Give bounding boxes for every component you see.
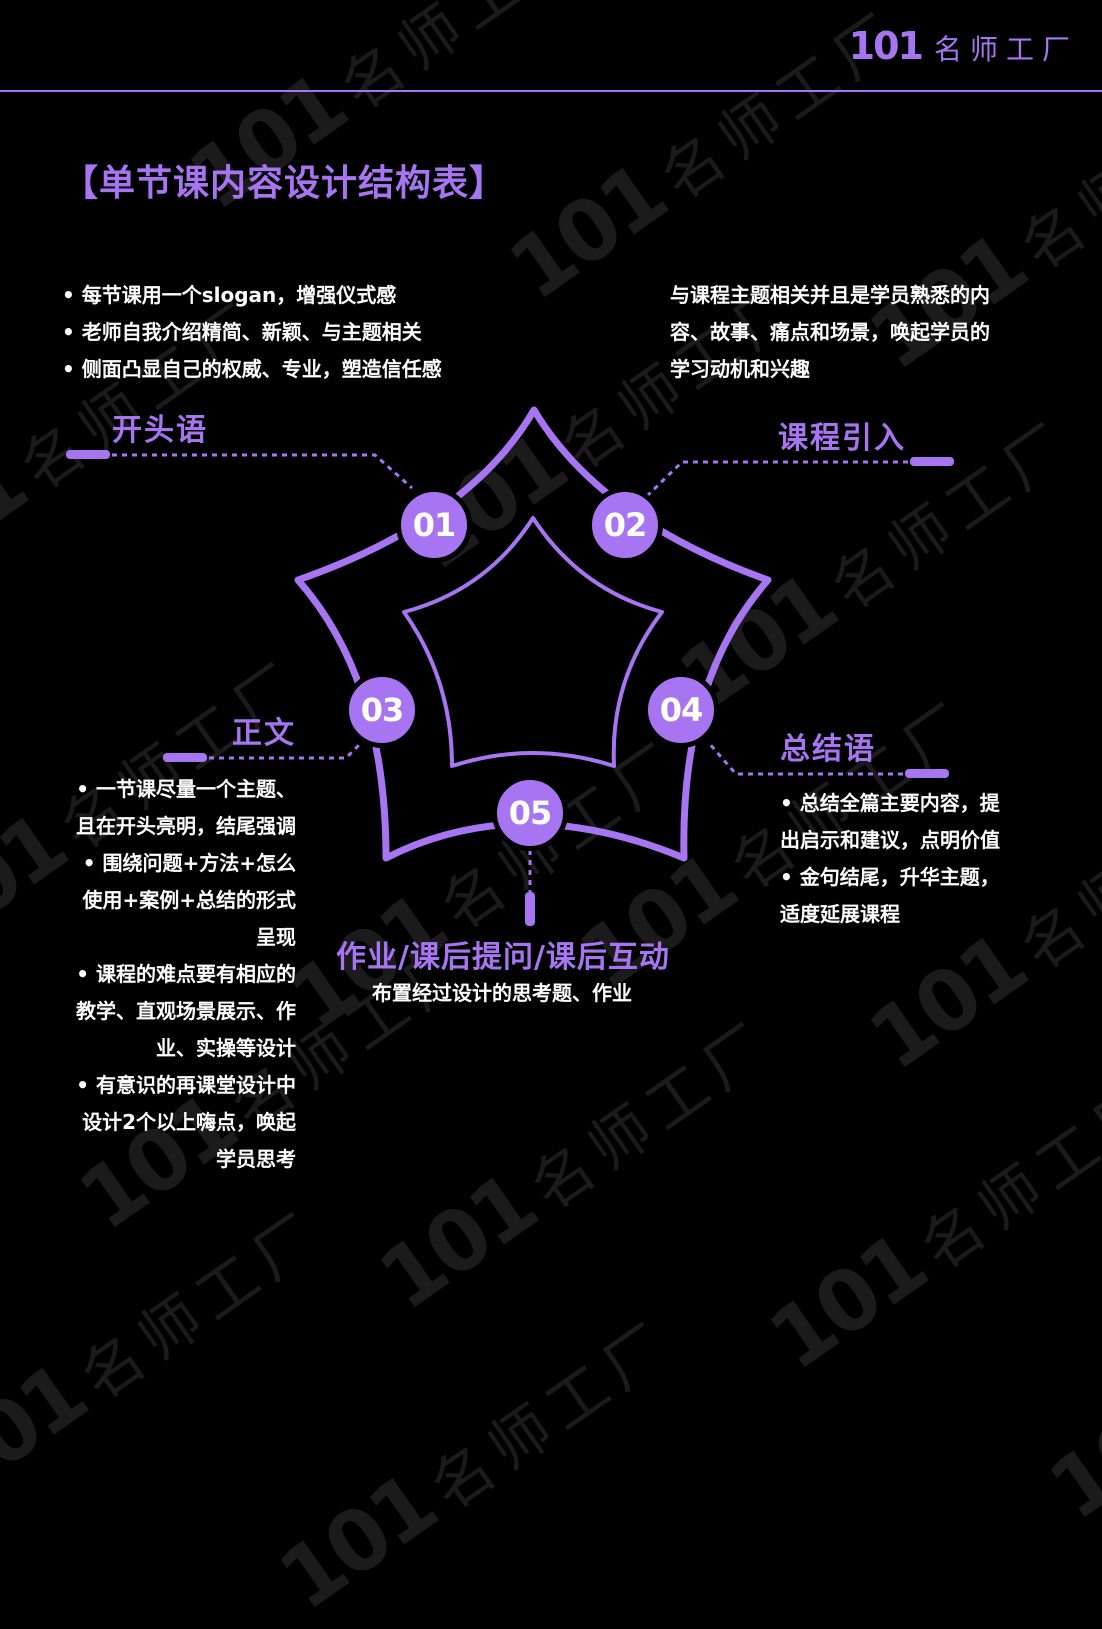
label-bar-04 — [905, 769, 949, 778]
step-05-label: 作业/课后提问/课后互动 — [336, 940, 670, 975]
step-node-02: 02 — [587, 487, 663, 563]
step-05-description: 布置经过设计的思考题、作业 — [372, 975, 632, 1012]
label-bar-05 — [525, 892, 535, 926]
brand-logo: 101 名师工厂 — [849, 24, 1078, 68]
text-line: • 围绕问题+方法+怎么 — [82, 851, 296, 875]
connector-01 — [112, 453, 413, 490]
text-line: 与课程主题相关并且是学员熟悉的内 — [670, 283, 990, 307]
step-03-label: 正文 — [232, 716, 296, 751]
bullet-item: • 老师自我介绍精简、新颖、与主题相关 — [62, 320, 422, 344]
text-line: • 课程的难点要有相应的 — [76, 962, 296, 986]
step-02-description: 与课程主题相关并且是学员熟悉的内 容、故事、痛点和场景，唤起学员的 学习动机和兴… — [670, 277, 990, 388]
connector-03 — [209, 740, 364, 760]
step-02-label: 课程引入 — [778, 421, 906, 456]
inner-star-outline — [402, 516, 664, 768]
text-line: 且在开头亮明，结尾强调 — [76, 814, 296, 838]
label-bar-03 — [163, 753, 207, 762]
text-line: 容、故事、痛点和场景，唤起学员的 — [670, 320, 990, 344]
text-line: 业、实操等设计 — [156, 1036, 296, 1060]
text-line: 使用+案例+总结的形式 — [82, 888, 296, 912]
bullet-item: • 每节课用一个slogan，增强仪式感 — [62, 283, 397, 307]
step-01-bullets: • 每节课用一个slogan，增强仪式感 • 老师自我介绍精简、新颖、与主题相关… — [62, 277, 442, 388]
bullet-item: • 侧面凸显自己的权威、专业，塑造信任感 — [62, 357, 442, 381]
text-line: 出启示和建议，点明价值 — [780, 828, 1000, 852]
text-line: 学习动机和兴趣 — [670, 357, 810, 381]
connector-02 — [646, 460, 908, 497]
text-line: • 总结全篇主要内容，提 — [780, 791, 1000, 815]
text-line: 设计2个以上嗨点，唤起 — [82, 1110, 296, 1134]
label-bar-02 — [910, 457, 954, 466]
step-node-03: 03 — [344, 672, 420, 748]
step-04-label: 总结语 — [780, 732, 876, 767]
step-node-05: 05 — [492, 775, 568, 851]
step-node-01: 01 — [396, 487, 472, 563]
label-bar-01 — [66, 450, 110, 459]
step-04-description: • 总结全篇主要内容，提 出启示和建议，点明价值 • 金句结尾，升华主题， 适度… — [780, 785, 1000, 933]
step-03-description: • 一节课尽量一个主题、 且在开头亮明，结尾强调 • 围绕问题+方法+怎么 使用… — [76, 771, 296, 1178]
text-line: 布置经过设计的思考题、作业 — [372, 981, 632, 1005]
text-line: • 金句结尾，升华主题， — [780, 865, 1000, 889]
text-line: 适度延展课程 — [780, 902, 900, 926]
page-title: 【单节课内容设计结构表】 — [62, 163, 507, 204]
text-line: 学员思考 — [216, 1147, 296, 1171]
brand-name: 名师工厂 — [933, 33, 1078, 66]
step-node-04: 04 — [643, 672, 719, 748]
step-01-label: 开头语 — [112, 413, 208, 448]
text-line: • 有意识的再课堂设计中 — [76, 1073, 296, 1097]
text-line: 教学、直观场景展示、作 — [76, 999, 296, 1023]
text-line: • 一节课尽量一个主题、 — [76, 777, 296, 801]
brand-number: 101 — [848, 24, 924, 68]
header-divider — [0, 90, 1102, 92]
text-line: 呈现 — [256, 925, 296, 949]
